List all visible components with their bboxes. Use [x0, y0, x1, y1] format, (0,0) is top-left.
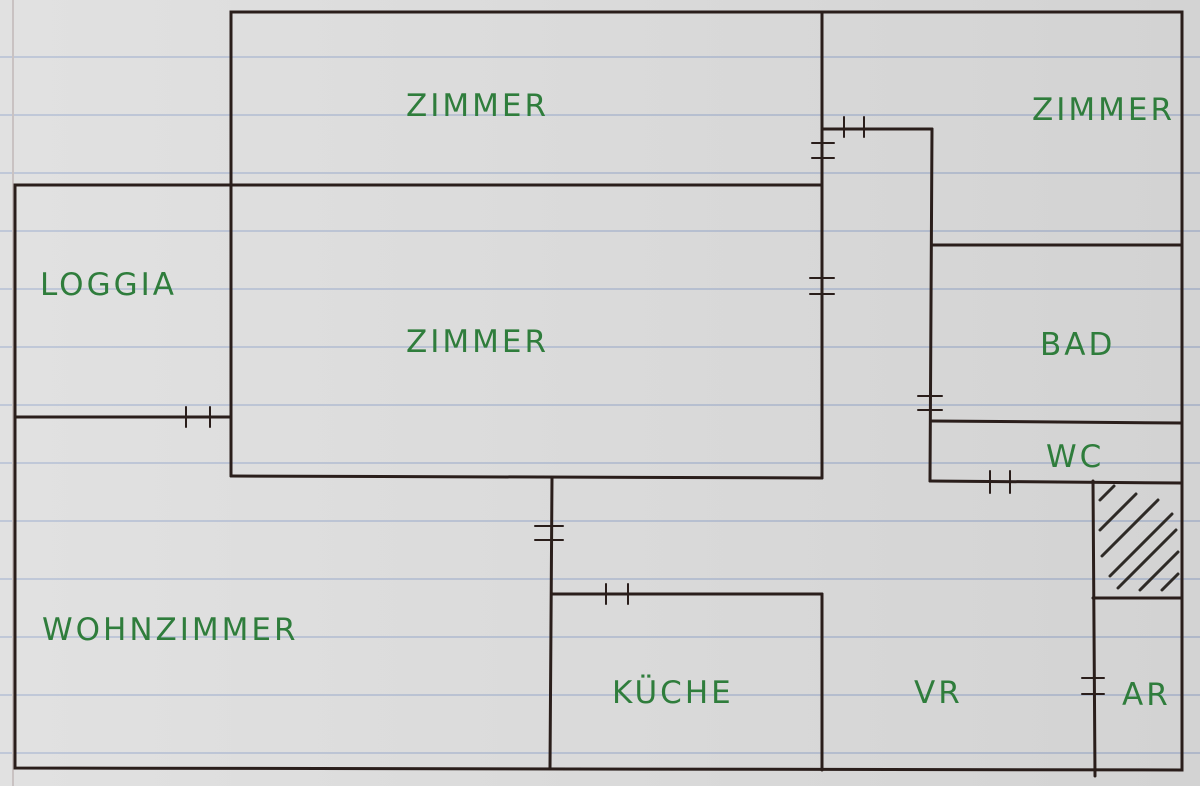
- room-label-zimmer-center: ZIMMER: [406, 324, 549, 360]
- hatched-shaft: [1098, 484, 1180, 592]
- door-mark-zimmer-center: [809, 277, 835, 295]
- wall-zimmer-bottom: [229, 474, 824, 480]
- paper-margin-line: [12, 0, 14, 786]
- walls: [13, 10, 1184, 778]
- door-mark-wohnzimmer: [534, 525, 564, 541]
- room-label-vr: VR: [914, 675, 963, 711]
- wall-bad-bottom: [930, 419, 1184, 425]
- room-label-kueche: KÜCHE: [612, 674, 734, 711]
- room-labels: ZIMMER ZIMMER LOGGIA ZIMMER BAD WC WOHNZ…: [40, 88, 1175, 713]
- room-label-zimmer-top: ZIMMER: [406, 88, 549, 124]
- room-label-zimmer-right: ZIMMER: [1032, 92, 1175, 128]
- door-mark-loggia: [185, 406, 211, 428]
- room-label-loggia: LOGGIA: [40, 267, 177, 303]
- wall-bath-left: [928, 127, 934, 483]
- door-mark-bad: [917, 395, 943, 411]
- door-marks: [185, 116, 1105, 695]
- wall-wc-bottom: [928, 479, 1184, 485]
- room-label-ar: AR: [1122, 677, 1171, 713]
- room-label-bad: BAD: [1040, 327, 1115, 363]
- door-mark-zimmer-top: [811, 142, 835, 159]
- room-label-wc: WC: [1046, 439, 1104, 475]
- wall-kitchen-left: [548, 476, 554, 770]
- outer-wall: [13, 10, 1184, 772]
- room-label-wohnzimmer: WOHNZIMMER: [42, 612, 299, 648]
- door-mark-corridor-top: [843, 116, 865, 138]
- door-mark-kueche: [605, 583, 629, 605]
- door-mark-ar: [1081, 677, 1105, 695]
- wall-ar-left: [1091, 479, 1097, 778]
- door-mark-wc: [989, 470, 1011, 494]
